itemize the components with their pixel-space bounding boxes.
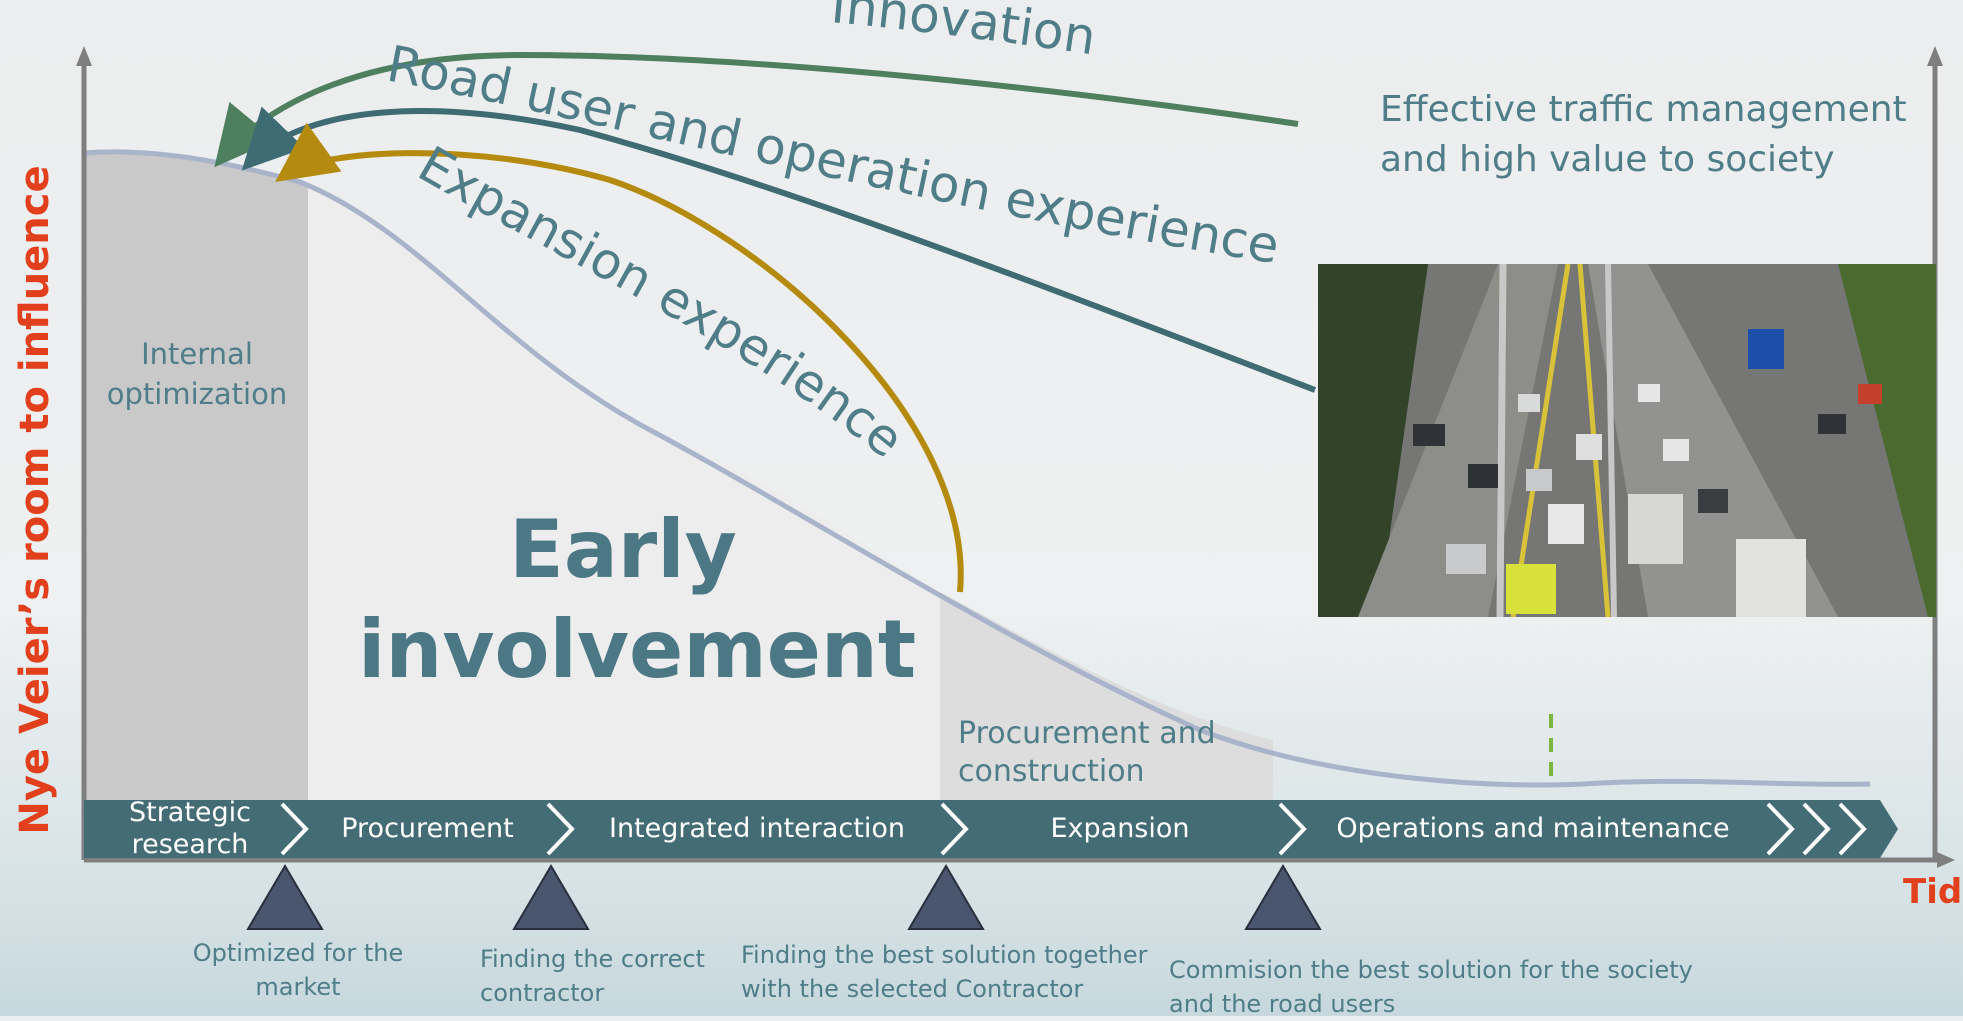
zone-early-involvement: [308, 185, 940, 800]
innovation-label: Innovation: [829, 0, 1100, 66]
internal-optimization-label: Internal optimization: [106, 337, 288, 411]
expansion-arrow: [275, 122, 964, 593]
milestone-caption-4: Commision the best solution for the soci…: [1169, 956, 1693, 1018]
procurement-construction-label: Procurement and construction: [958, 716, 1216, 789]
milestone-marker-4: [1244, 864, 1322, 930]
influence-curve: [83, 149, 1871, 788]
y-axis-left-arrowhead: [76, 46, 92, 66]
value-to-society-label: Effective traffic management and high va…: [1380, 89, 1907, 180]
early-involvement-headline: Early involvement: [358, 503, 917, 696]
highway-traffic-photo: [1318, 264, 1936, 617]
x-axis-arrowhead: [1937, 852, 1955, 868]
innovation-arrow: [214, 51, 1299, 168]
phase-expansion: Expansion: [1050, 813, 1190, 844]
y-axis-right-arrowhead: [1927, 46, 1943, 66]
phase-operations-maintenance: Operations and maintenance: [1336, 813, 1730, 844]
innovation-label-text: Innovation: [829, 0, 1100, 66]
phase-integrated-interaction: Integrated interaction: [609, 813, 905, 844]
zone-internal-optimization: [84, 152, 308, 801]
milestone-caption-2: Finding the correct contractor: [480, 945, 705, 1007]
milestone-marker-2: [512, 864, 590, 930]
phase-strategic-research: Strategic research: [128, 797, 252, 860]
phase-separators: [280, 802, 1867, 856]
milestone-caption-1: Optimized for the market: [192, 939, 404, 1001]
milestone-marker-3: [907, 864, 985, 930]
milestone-marker-1: [246, 864, 324, 930]
road-user-arrow: [241, 106, 1317, 393]
milestone-caption-3: Finding the best solution together with …: [741, 941, 1148, 1003]
phase-procurement: Procurement: [341, 813, 514, 844]
x-axis-label: Tid: [1903, 872, 1963, 912]
y-axis-label: Nye Veier’s room to influence: [12, 165, 58, 835]
phase-bar: [84, 800, 1898, 858]
